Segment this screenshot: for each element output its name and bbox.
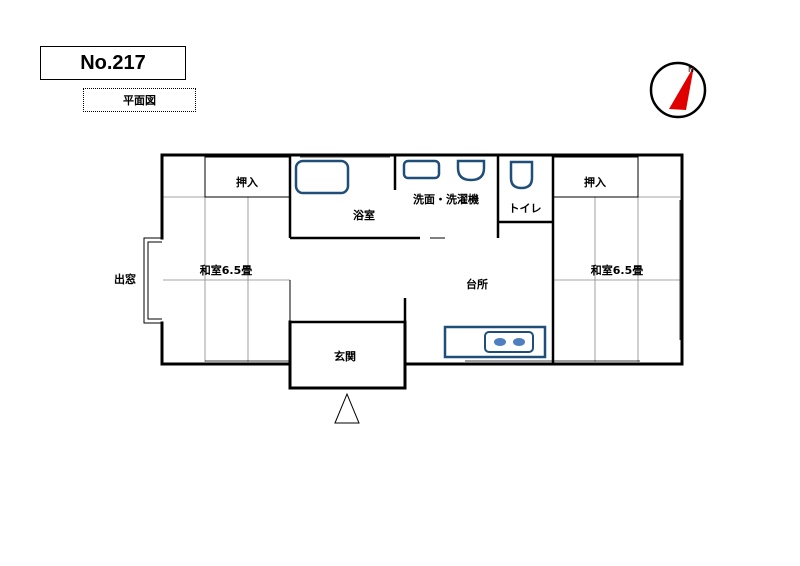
toilet-icon bbox=[509, 160, 534, 190]
burner-icon bbox=[513, 338, 525, 346]
floor-plan-label: 平面図 bbox=[83, 88, 196, 112]
left-room-label: 和室6.5畳 bbox=[200, 263, 253, 277]
right-room-label: 和室6.5畳 bbox=[591, 263, 644, 277]
compass-icon: N bbox=[649, 61, 707, 119]
kitchen-label: 台所 bbox=[466, 277, 488, 291]
entrance-inner bbox=[289, 237, 445, 364]
window-lines bbox=[205, 156, 681, 362]
bay-window bbox=[143, 237, 162, 324]
stove-icon bbox=[484, 331, 534, 353]
left-closet-label: 押入 bbox=[236, 175, 258, 189]
north-arrow-icon bbox=[669, 66, 694, 110]
outer-walls bbox=[160, 153, 684, 390]
bathroom-label: 浴室 bbox=[353, 208, 375, 222]
entrance-arrow-icon bbox=[334, 392, 360, 424]
interior-walls bbox=[288, 155, 555, 364]
washing-machine-icon bbox=[456, 159, 486, 182]
burners bbox=[494, 338, 525, 346]
washbasin-icon bbox=[402, 159, 441, 180]
entrance-label: 玄関 bbox=[334, 349, 356, 363]
washroom-label: 洗面・洗濯機 bbox=[413, 192, 479, 206]
fixtures bbox=[294, 159, 547, 359]
north-letter: N bbox=[688, 65, 694, 74]
property-number-label: No.217 bbox=[40, 46, 186, 80]
burner-icon bbox=[494, 338, 506, 346]
bay-window-label: 出窓 bbox=[114, 272, 136, 286]
bathtub-icon bbox=[294, 159, 350, 195]
right-closet-label: 押入 bbox=[584, 175, 606, 189]
toilet-label: トイレ bbox=[509, 202, 542, 215]
